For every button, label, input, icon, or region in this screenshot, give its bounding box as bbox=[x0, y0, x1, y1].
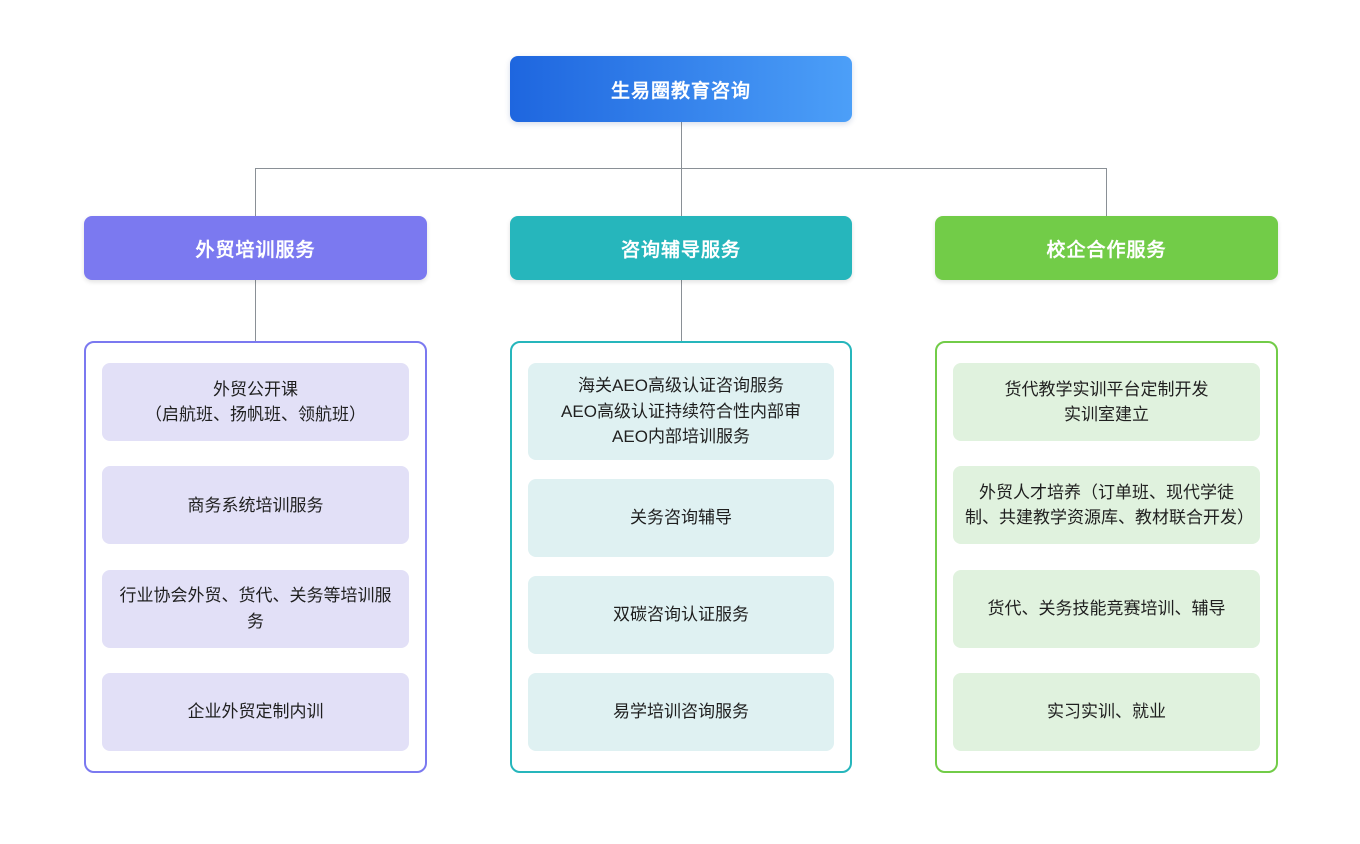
list-item: 实习实训、就业 bbox=[953, 672, 1260, 751]
branch-header-consulting: 咨询辅导服务 bbox=[510, 216, 852, 280]
connector-drop-left bbox=[255, 168, 256, 216]
list-item: 企业外贸定制内训 bbox=[102, 672, 409, 751]
list-item: 外贸公开课 （启航班、扬帆班、领航班） bbox=[102, 363, 409, 441]
list-item: 商务系统培训服务 bbox=[102, 466, 409, 545]
branch-header-trade-training: 外贸培训服务 bbox=[84, 216, 427, 280]
connector-sub-left bbox=[255, 280, 256, 341]
root-node: 生易圈教育咨询 bbox=[510, 56, 852, 122]
list-item: 易学培训咨询服务 bbox=[528, 672, 834, 751]
branch-container-trade-training: 外贸公开课 （启航班、扬帆班、领航班） 商务系统培训服务 行业协会外贸、货代、关… bbox=[84, 341, 427, 773]
list-item: 外贸人才培养（订单班、现代学徒制、共建教学资源库、教材联合开发） bbox=[953, 466, 1260, 545]
list-item: 货代、关务技能竞赛培训、辅导 bbox=[953, 569, 1260, 648]
connector-root-stem bbox=[681, 122, 682, 168]
connector-drop-middle bbox=[681, 168, 682, 216]
list-item: 货代教学实训平台定制开发 实训室建立 bbox=[953, 363, 1260, 441]
branch-header-school-enterprise: 校企合作服务 bbox=[935, 216, 1278, 280]
connector-drop-right bbox=[1106, 168, 1107, 216]
connector-horizontal bbox=[255, 168, 1106, 169]
list-item: 双碳咨询认证服务 bbox=[528, 575, 834, 654]
branch-container-consulting: 海关AEO高级认证咨询服务 AEO高级认证持续符合性内部审 AEO内部培训服务 … bbox=[510, 341, 852, 773]
branch-container-school-enterprise: 货代教学实训平台定制开发 实训室建立 外贸人才培养（订单班、现代学徒制、共建教学… bbox=[935, 341, 1278, 773]
connector-sub-middle bbox=[681, 280, 682, 341]
list-item: 关务咨询辅导 bbox=[528, 478, 834, 557]
list-item: 海关AEO高级认证咨询服务 AEO高级认证持续符合性内部审 AEO内部培训服务 bbox=[528, 363, 834, 460]
list-item: 行业协会外贸、货代、关务等培训服务 bbox=[102, 569, 409, 648]
